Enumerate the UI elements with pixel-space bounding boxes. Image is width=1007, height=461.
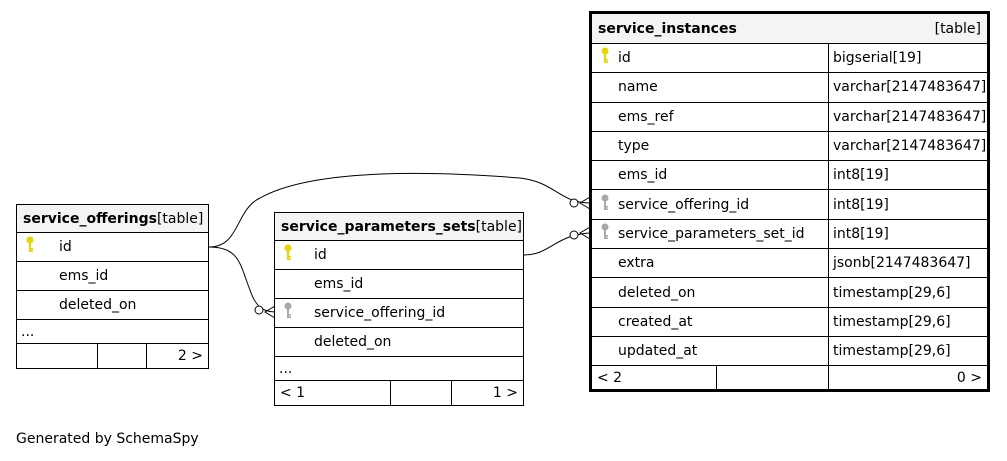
foreign-key-icon xyxy=(600,194,610,216)
footer-children[interactable]: 0 > xyxy=(828,366,987,390)
column-type: timestamp[29,6] xyxy=(828,307,987,336)
foreign-key-icon xyxy=(283,302,293,324)
table-footer: < 1 1 > xyxy=(275,381,523,405)
table-header: service_parameters_sets [table] xyxy=(275,213,523,241)
column-name: deleted_on xyxy=(618,284,696,301)
footer-children[interactable]: 1 > xyxy=(451,381,523,405)
column-type: timestamp[29,6] xyxy=(828,278,987,307)
primary-key-icon xyxy=(283,244,293,266)
table-type: [table] xyxy=(156,210,204,227)
edge-offerings-to-parameters-sets xyxy=(208,246,276,313)
footer-middle xyxy=(97,344,146,368)
column-row: created_at timestamp[29,6] xyxy=(592,307,987,337)
column-row: type varchar[2147483647] xyxy=(592,131,987,162)
column-name: service_parameters_set_id xyxy=(618,225,805,242)
column-row: id bigserial[19] xyxy=(592,44,987,74)
footer-parents xyxy=(17,344,97,368)
table-header: service_offerings [table] xyxy=(17,205,208,233)
column-row: id xyxy=(275,241,523,270)
table-type: [table] xyxy=(475,218,523,235)
column-row: name varchar[2147483647] xyxy=(592,73,987,103)
column-name: id xyxy=(314,247,327,263)
table-name: service_offerings xyxy=(23,210,157,227)
column-row: updated_at timestamp[29,6] xyxy=(592,336,987,367)
column-row: ems_id xyxy=(17,262,208,291)
column-name: updated_at xyxy=(618,343,698,360)
column-name: ems_id xyxy=(314,276,364,292)
table-name: service_instances xyxy=(598,20,737,37)
primary-key-icon xyxy=(600,47,610,69)
column-row: deleted_on xyxy=(275,328,523,357)
column-row: id xyxy=(17,233,208,262)
column-row: service_parameters_set_id int8[19] xyxy=(592,219,987,250)
column-type: jsonb[2147483647] xyxy=(828,249,987,278)
table-name: service_parameters_sets xyxy=(281,218,476,235)
more-columns-ellipsis: ... xyxy=(17,320,208,344)
table-header: service_instances [table] xyxy=(592,14,987,44)
edge-parameters-sets-to-instances xyxy=(523,232,591,256)
column-type: varchar[2147483647] xyxy=(828,102,987,131)
column-row: ems_ref varchar[2147483647] xyxy=(592,102,987,132)
footer-children[interactable]: 2 > xyxy=(146,344,208,368)
column-row: service_offering_id xyxy=(275,299,523,328)
table-type: [table] xyxy=(934,20,981,37)
column-name: name xyxy=(618,79,658,96)
primary-key-icon xyxy=(25,236,35,258)
crowfoot-icon xyxy=(264,305,276,319)
edge-end-circle xyxy=(254,305,264,315)
crowfoot-icon xyxy=(579,196,591,210)
column-row: deleted_on timestamp[29,6] xyxy=(592,278,987,308)
column-name: deleted_on xyxy=(59,297,137,313)
table-service-instances[interactable]: service_instances [table] id bigserial[19… xyxy=(589,11,990,393)
column-name: ems_ref xyxy=(618,108,674,125)
column-name: service_offering_id xyxy=(314,305,446,321)
column-row: extra jsonb[2147483647] xyxy=(592,249,987,279)
foreign-key-icon xyxy=(600,223,610,245)
edge-end-circle xyxy=(569,198,579,208)
column-row: ems_id xyxy=(275,270,523,299)
more-columns-ellipsis: ... xyxy=(275,357,523,381)
column-type: timestamp[29,6] xyxy=(828,336,987,366)
table-service-parameters-sets[interactable]: service_parameters_sets [table] id ems_i… xyxy=(274,212,524,406)
footer-middle xyxy=(390,381,451,405)
table-footer: < 2 0 > xyxy=(592,366,987,390)
column-name: extra xyxy=(618,255,655,272)
table-service-offerings[interactable]: service_offerings [table] id ems_id dele… xyxy=(16,204,209,369)
column-name: id xyxy=(59,239,72,255)
crowfoot-icon xyxy=(579,226,591,240)
column-name: deleted_on xyxy=(314,334,392,350)
footer-middle xyxy=(716,366,828,390)
column-type: int8[19] xyxy=(828,219,987,249)
column-type: bigserial[19] xyxy=(828,44,987,73)
column-type: int8[19] xyxy=(828,190,987,219)
footer-parents[interactable]: < 2 xyxy=(597,369,623,386)
column-name: type xyxy=(618,138,650,155)
column-type: varchar[2147483647] xyxy=(828,73,987,102)
column-type: varchar[2147483647] xyxy=(828,131,987,161)
column-row: deleted_on xyxy=(17,291,208,320)
column-row: ems_id int8[19] xyxy=(592,161,987,191)
column-name: ems_id xyxy=(59,268,109,284)
column-name: ems_id xyxy=(618,167,668,184)
column-type: int8[19] xyxy=(828,161,987,190)
column-name: id xyxy=(618,50,631,67)
column-row: service_offering_id int8[19] xyxy=(592,190,987,220)
footer-parents[interactable]: < 1 xyxy=(280,385,306,401)
generated-by-label: Generated by SchemaSpy xyxy=(16,431,199,447)
column-name: created_at xyxy=(618,313,693,330)
edge-offerings-to-instances xyxy=(208,172,591,248)
column-name: service_offering_id xyxy=(618,196,750,213)
edge-end-circle xyxy=(569,230,579,240)
table-footer: 2 > xyxy=(17,344,208,368)
